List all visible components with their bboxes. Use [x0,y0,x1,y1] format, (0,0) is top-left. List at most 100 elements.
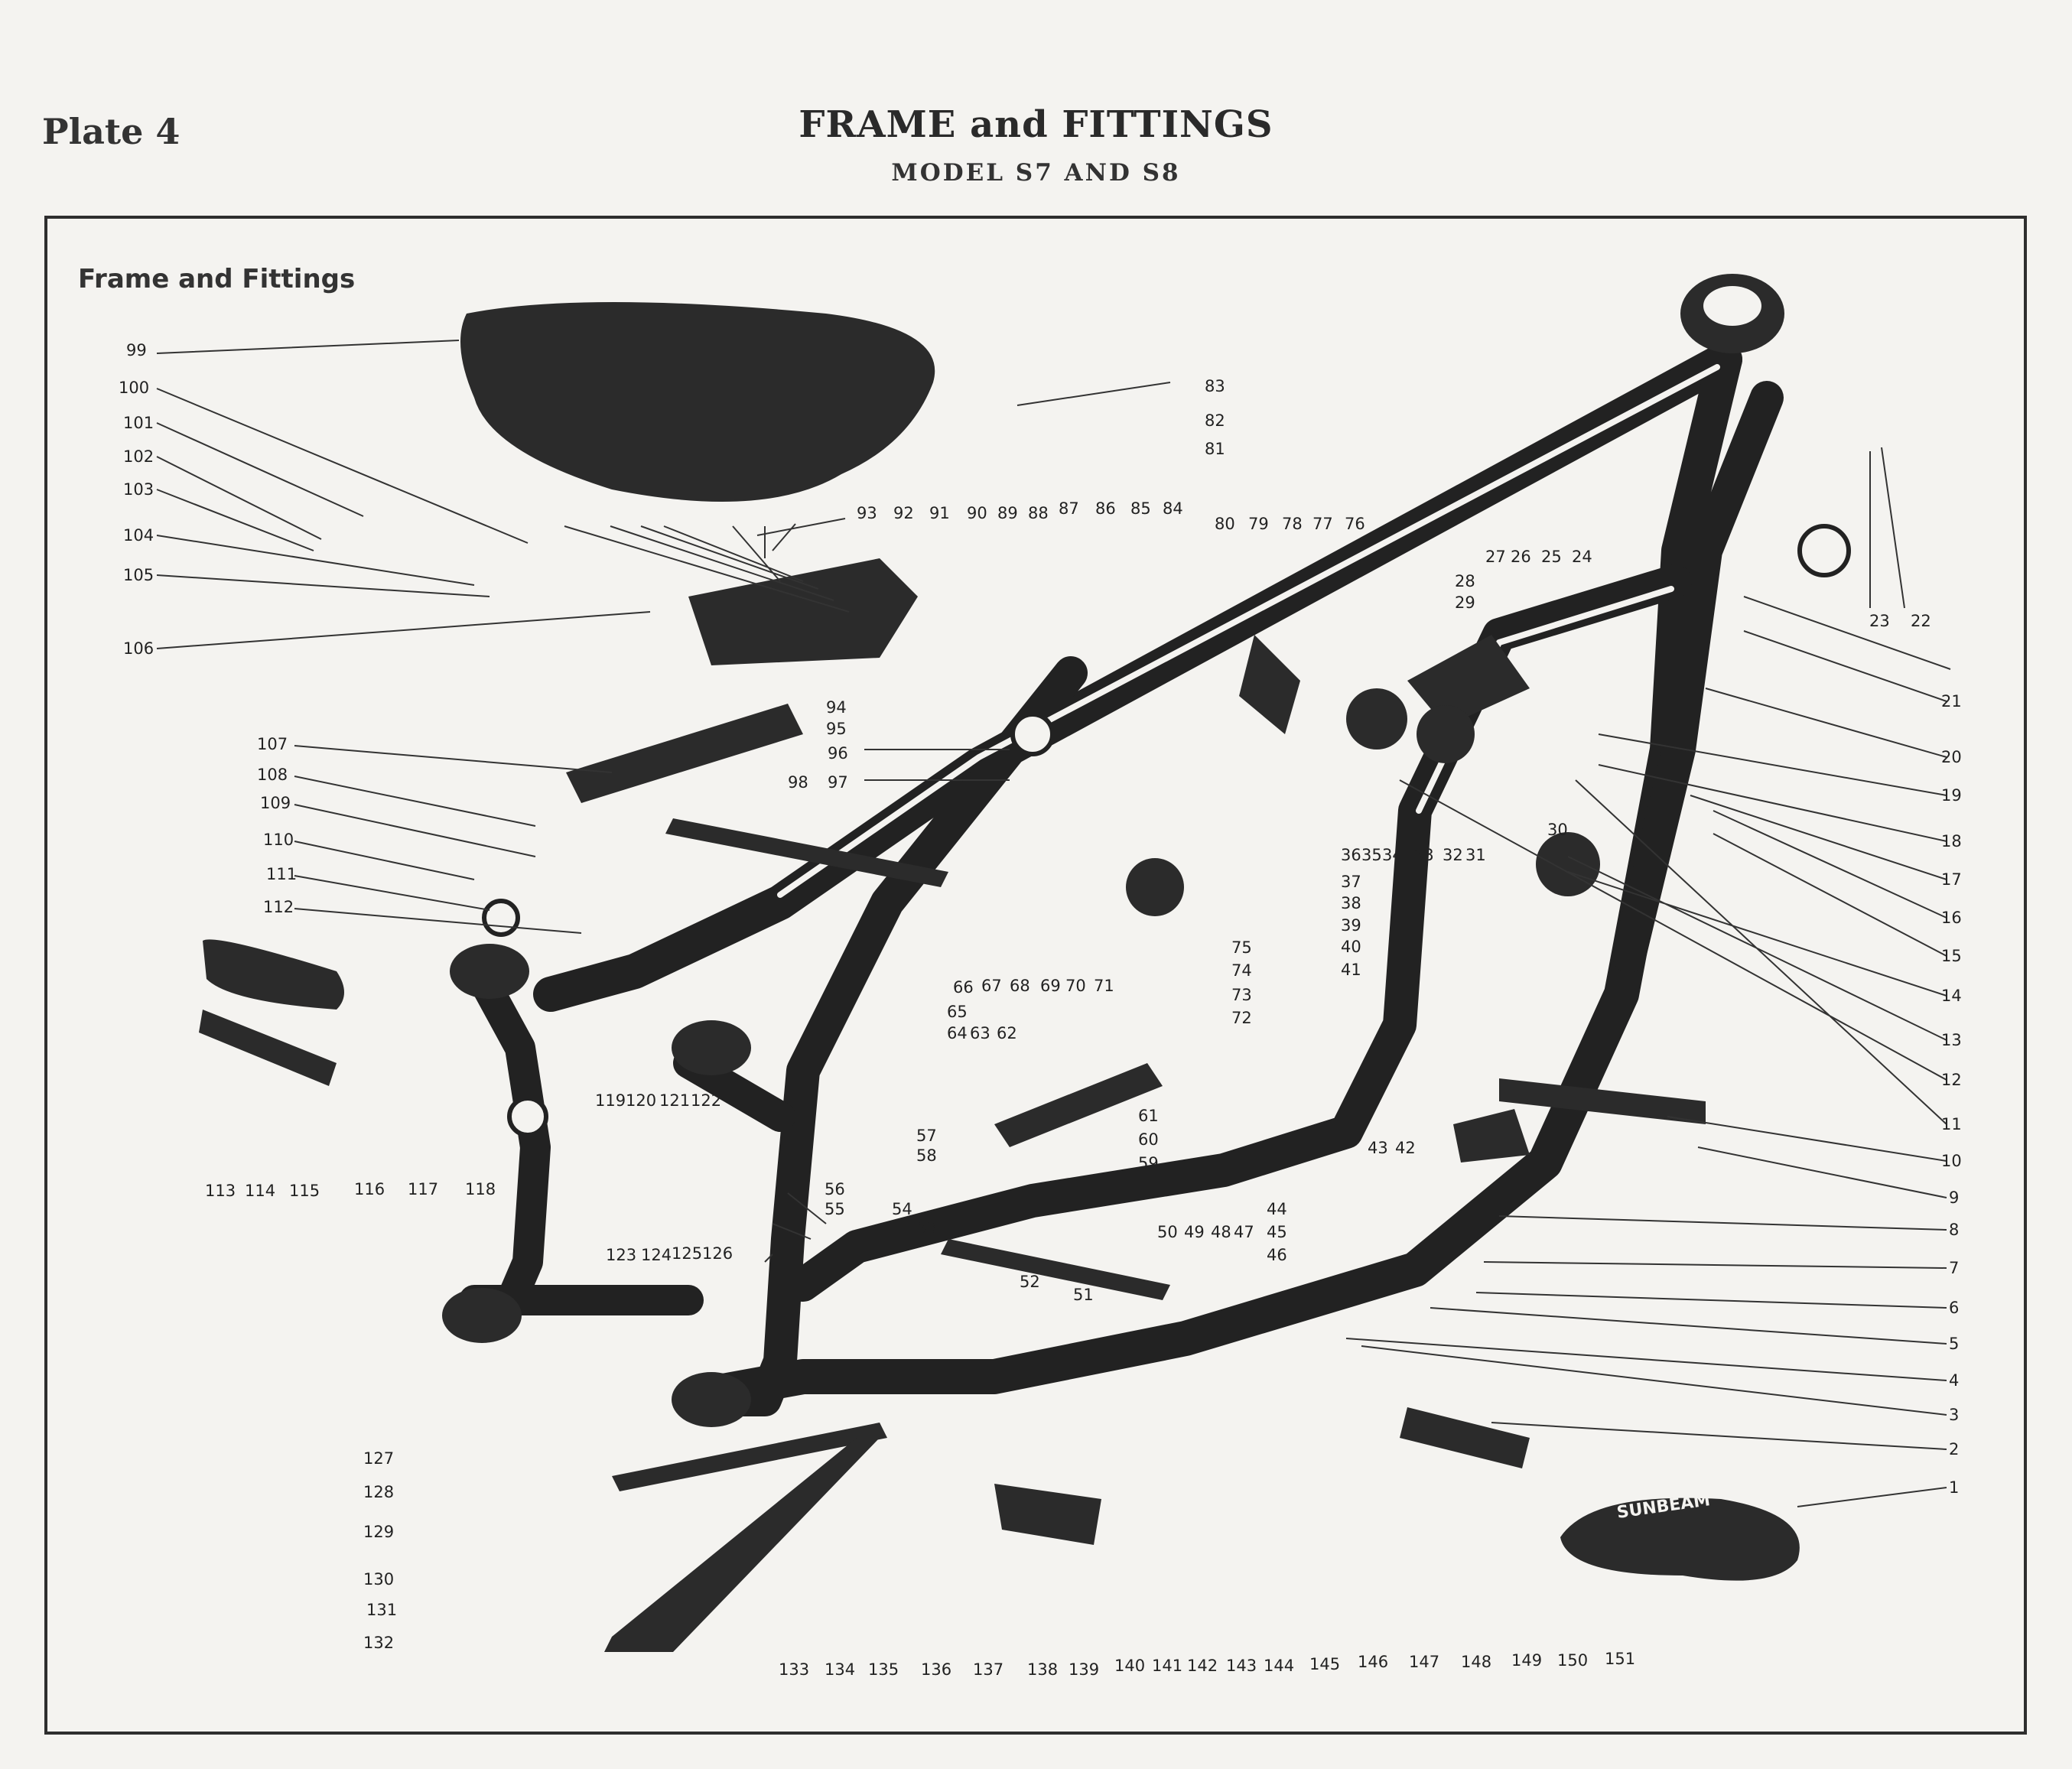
callout-23: 23 [1869,612,1890,630]
saddle-spring [566,704,803,803]
callout-74: 74 [1231,961,1252,980]
callout-136: 136 [921,1660,951,1679]
callout-135: 135 [868,1660,899,1679]
callout-57: 57 [916,1127,937,1145]
callout-115: 115 [289,1182,320,1200]
callout-137: 137 [973,1660,1003,1679]
callout-113: 113 [205,1182,236,1200]
callout-26: 26 [1511,548,1531,566]
callout-121: 121 [659,1091,690,1110]
callout-21: 21 [1941,692,1962,711]
callout-90: 90 [967,504,987,522]
rubber-mounting-centre [1126,858,1184,916]
callout-87: 87 [1059,499,1079,518]
callout-30: 30 [1547,821,1568,839]
callout-71: 71 [1094,977,1114,995]
callout-48: 48 [1211,1223,1231,1241]
cone-washer [507,1096,548,1137]
callout-138: 138 [1027,1660,1058,1679]
callout-43: 43 [1368,1139,1388,1157]
callout-28: 28 [1455,572,1475,590]
callout-116: 116 [354,1180,385,1198]
callout-24: 24 [1572,548,1592,566]
callout-84: 84 [1163,499,1183,518]
callout-labels: 1 2 3 4 5 6 7 8 9 10 11 12 13 14 15 16 1… [119,341,1962,1679]
saddle [460,302,935,502]
callout-17: 17 [1941,870,1962,889]
callout-140: 140 [1114,1657,1145,1675]
callout-1: 1 [1949,1478,1959,1497]
callout-51: 51 [1073,1286,1094,1304]
callout-94: 94 [826,698,847,717]
rear-lug-upper-left [450,944,529,999]
callout-25: 25 [1541,548,1562,566]
callout-18: 18 [1941,832,1962,850]
prop-stand [604,1438,880,1652]
callout-32: 32 [1443,846,1463,864]
diagram-title: Frame and Fittings [78,264,356,294]
callout-109: 109 [260,794,291,812]
leader-lines [156,340,1951,1507]
callout-83: 83 [1205,377,1225,395]
callout-29: 29 [1455,593,1475,612]
callout-148: 148 [1461,1653,1491,1671]
callout-118: 118 [465,1180,496,1198]
callout-16: 16 [1941,909,1962,927]
callout-58: 58 [916,1146,937,1165]
callout-139: 139 [1069,1660,1099,1679]
callout-128: 128 [363,1483,394,1501]
callout-53: 53 [916,1218,937,1237]
spacer-ring [1010,712,1055,756]
callout-79: 79 [1248,515,1269,533]
callout-54: 54 [892,1200,912,1218]
callout-37: 37 [1341,873,1361,891]
callout-142: 142 [1187,1657,1218,1675]
callout-149: 149 [1511,1651,1542,1670]
callout-49: 49 [1184,1223,1205,1241]
callout-12: 12 [1941,1071,1962,1089]
callout-69: 69 [1040,977,1061,995]
callout-117: 117 [408,1180,438,1198]
callout-82: 82 [1205,411,1225,430]
callout-122: 122 [691,1091,721,1110]
callout-89: 89 [997,504,1018,522]
callout-97: 97 [828,773,848,792]
callout-47: 47 [1234,1223,1254,1241]
rear-lug-lower-right [672,1372,751,1427]
callout-41: 41 [1341,961,1361,979]
callout-36: 36 [1341,846,1361,864]
callout-101: 101 [123,414,154,432]
callout-14: 14 [1941,987,1962,1005]
rubber-buffer [1453,1109,1530,1163]
saddle-spring-frame [688,558,918,665]
callout-103: 103 [123,480,154,499]
callout-98: 98 [788,773,808,792]
steering-head-cup [1797,524,1851,577]
callout-59: 59 [1138,1154,1159,1172]
callout-11: 11 [1941,1115,1962,1133]
callout-111: 111 [266,865,297,883]
callout-7: 7 [1949,1259,1959,1277]
callout-13: 13 [1941,1031,1962,1049]
rear-lug-lower-left [442,1288,522,1343]
callout-104: 104 [123,526,154,545]
callout-38: 38 [1341,894,1361,912]
callout-108: 108 [257,766,288,784]
callout-141: 141 [1152,1657,1182,1675]
callout-143: 143 [1226,1657,1257,1675]
callout-33: 33 [1413,846,1434,864]
callout-102: 102 [123,447,154,466]
callout-64: 64 [947,1024,968,1042]
callout-86: 86 [1095,499,1116,518]
callout-112: 112 [263,898,294,916]
callout-92: 92 [893,504,914,522]
callout-78: 78 [1282,515,1303,533]
callout-2: 2 [1949,1440,1959,1458]
footrest-bar [1499,1078,1706,1124]
callout-42: 42 [1395,1139,1416,1157]
callout-27: 27 [1485,548,1506,566]
callout-52: 52 [1020,1273,1040,1291]
callout-147: 147 [1409,1653,1439,1671]
callout-39: 39 [1341,916,1361,935]
callout-126: 126 [702,1244,733,1263]
